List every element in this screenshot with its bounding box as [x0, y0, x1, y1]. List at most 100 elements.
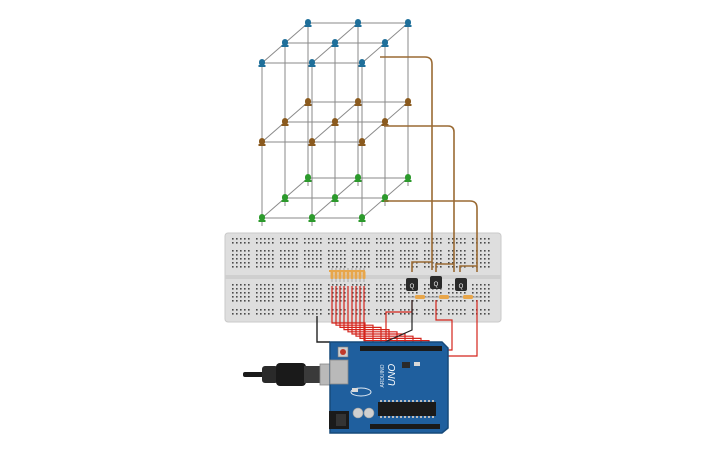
breadboard-hole [292, 262, 294, 264]
breadboard-hole [260, 258, 262, 260]
breadboard-hole [352, 238, 354, 240]
breadboard-hole [304, 309, 306, 311]
breadboard-hole [460, 262, 462, 264]
breadboard-hole [436, 300, 438, 302]
breadboard-hole [452, 313, 454, 315]
breadboard-hole [336, 254, 338, 256]
breadboard-hole [400, 292, 402, 294]
breadboard-hole [312, 313, 314, 315]
breadboard-hole [480, 309, 482, 311]
breadboard-hole [256, 262, 258, 264]
breadboard-hole [236, 242, 238, 244]
breadboard-hole [268, 258, 270, 260]
breadboard-hole [232, 284, 234, 286]
breadboard-hole [232, 258, 234, 260]
breadboard-hole [352, 309, 354, 311]
breadboard-hole [452, 309, 454, 311]
breadboard-hole [480, 254, 482, 256]
breadboard-hole [268, 309, 270, 311]
breadboard-hole [292, 254, 294, 256]
breadboard-hole [456, 313, 458, 315]
breadboard-hole [400, 238, 402, 240]
breadboard-hole [392, 250, 394, 252]
transistor-label: Q [434, 282, 439, 288]
breadboard-hole [484, 313, 486, 315]
breadboard-hole [316, 288, 318, 290]
breadboard-hole [256, 238, 258, 240]
breadboard-hole [452, 284, 454, 286]
breadboard-hole [248, 300, 250, 302]
breadboard-hole [232, 300, 234, 302]
breadboard-hole [356, 296, 358, 298]
breadboard-hole [332, 288, 334, 290]
breadboard-hole [280, 292, 282, 294]
breadboard-hole [488, 300, 490, 302]
breadboard-hole [356, 313, 358, 315]
breadboard-hole [408, 250, 410, 252]
breadboard-hole [364, 238, 366, 240]
breadboard-hole [448, 238, 450, 240]
led-cube [258, 19, 412, 222]
breadboard-hole [272, 266, 274, 268]
breadboard-hole [380, 288, 382, 290]
breadboard-hole [384, 313, 386, 315]
breadboard-hole [272, 258, 274, 260]
breadboard-hole [296, 300, 298, 302]
breadboard-hole [360, 254, 362, 256]
breadboard-hole [256, 284, 258, 286]
breadboard-hole [264, 292, 266, 294]
breadboard-hole [416, 266, 418, 268]
breadboard-hole [340, 309, 342, 311]
breadboard-hole [384, 242, 386, 244]
breadboard-hole [296, 284, 298, 286]
breadboard-hole [400, 250, 402, 252]
led [358, 59, 366, 67]
breadboard-hole [404, 262, 406, 264]
breadboard-hole [280, 258, 282, 260]
breadboard-hole [376, 288, 378, 290]
breadboard-hole [440, 254, 442, 256]
breadboard-holes [232, 238, 490, 315]
breadboard-hole [404, 292, 406, 294]
breadboard-hole [432, 313, 434, 315]
transistor-label: Q [459, 284, 464, 290]
breadboard-hole [332, 242, 334, 244]
breadboard-hole [268, 250, 270, 252]
breadboard-hole [272, 242, 274, 244]
breadboard-hole [356, 292, 358, 294]
breadboard-hole [332, 266, 334, 268]
breadboard-hole [284, 254, 286, 256]
breadboard-hole [360, 284, 362, 286]
breadboard-hole [336, 288, 338, 290]
breadboard-hole [472, 288, 474, 290]
chip-pin [388, 416, 390, 418]
resistor-band [329, 270, 365, 272]
breadboard-hole [248, 296, 250, 298]
breadboard-hole [312, 266, 314, 268]
column-resistor [354, 271, 358, 279]
breadboard-hole [288, 284, 290, 286]
breadboard-hole [448, 300, 450, 302]
breadboard-hole [352, 250, 354, 252]
breadboard-hole [404, 313, 406, 315]
breadboard-hole [320, 258, 322, 260]
breadboard-hole [428, 238, 430, 240]
chip-pin [404, 416, 406, 418]
breadboard-hole [256, 266, 258, 268]
breadboard-hole [488, 288, 490, 290]
breadboard-hole [380, 258, 382, 260]
reset-button-icon [337, 346, 349, 358]
breadboard-hole [464, 313, 466, 315]
breadboard-hole [344, 262, 346, 264]
breadboard-hole [288, 242, 290, 244]
breadboard-hole [460, 242, 462, 244]
led [258, 214, 266, 222]
breadboard-hole [260, 238, 262, 240]
breadboard-hole [360, 238, 362, 240]
breadboard-hole [284, 262, 286, 264]
breadboard-hole [280, 250, 282, 252]
breadboard-hole [272, 313, 274, 315]
breadboard-hole [384, 288, 386, 290]
breadboard-hole [304, 300, 306, 302]
breadboard-hole [240, 258, 242, 260]
